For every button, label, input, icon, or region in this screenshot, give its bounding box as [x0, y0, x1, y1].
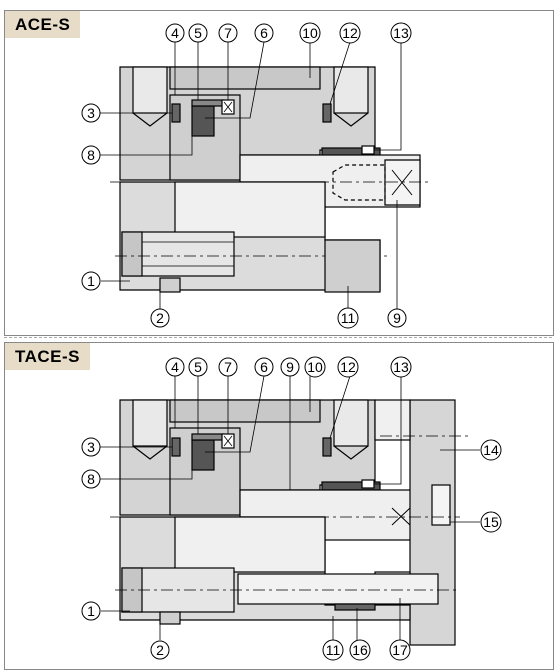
callout-label: 4	[171, 25, 179, 41]
tace-s-drawing	[110, 399, 470, 646]
callout-3: 3	[81, 437, 101, 457]
callout-5: 5	[188, 23, 208, 43]
callout-label: 6	[260, 25, 268, 41]
tace-s-callouts: 4 5 7 6 9 10 12 13 3 8 14 15 1 2 11 16 1…	[81, 356, 502, 661]
callout-7: 7	[218, 23, 238, 43]
callout-label: 11	[341, 310, 356, 326]
callout-14: 14	[480, 439, 502, 461]
tace-s-magnet	[191, 439, 215, 471]
ace-s-head-cover	[169, 66, 321, 90]
callout-8: 8	[81, 145, 101, 165]
callout-1: 1	[81, 601, 101, 621]
callout-label: 2	[156, 310, 164, 326]
callout-label: 1	[87, 273, 95, 289]
callout-label: 2	[156, 642, 164, 658]
tace-s-cushion-left	[171, 437, 181, 457]
callout-4: 4	[165, 23, 185, 43]
callout-label: 9	[393, 310, 401, 326]
callout-label: 8	[87, 147, 95, 163]
callout-1: 1	[81, 271, 101, 291]
callout-label: 13	[393, 25, 409, 41]
callout-label: 12	[340, 359, 356, 375]
callout-5: 5	[188, 357, 208, 377]
ace-s-right-bore	[333, 66, 369, 114]
callout-2: 2	[150, 640, 170, 660]
callout-label: 11	[326, 642, 341, 658]
callout-6: 6	[254, 23, 274, 43]
callout-label: 5	[194, 25, 202, 41]
callout-8: 8	[81, 469, 101, 489]
callout-label: 7	[224, 359, 232, 375]
tace-s-left-bore	[132, 399, 168, 447]
callout-13: 13	[390, 22, 412, 44]
tace-s-wear-ring	[191, 433, 225, 441]
callout-7: 7	[218, 357, 238, 377]
callout-11: 11	[322, 639, 344, 661]
ace-s-leaders	[100, 41, 402, 309]
ace-s-magnet	[191, 105, 215, 137]
ace-s-cushion-left	[171, 103, 181, 123]
ace-s-wear-ring	[191, 99, 225, 107]
callout-15: 15	[480, 511, 502, 533]
callout-label: 1	[87, 603, 95, 619]
section-divider	[4, 337, 552, 338]
callout-11: 11	[337, 307, 359, 329]
ace-s-drawing	[110, 66, 430, 293]
callout-10: 10	[304, 356, 326, 378]
tace-s-head-cover	[169, 399, 321, 423]
callout-label: 3	[87, 105, 95, 121]
callout-label: 17	[392, 642, 408, 658]
callout-9: 9	[387, 308, 407, 328]
ace-s-left-bore	[132, 66, 168, 114]
callout-6: 6	[254, 357, 274, 377]
tace-s-leaders	[100, 375, 480, 640]
callout-label: 5	[194, 359, 202, 375]
tace-s-right-bore	[333, 399, 369, 447]
tace-s-guide-rod	[237, 573, 439, 605]
ace-s-rod-seal-right	[322, 103, 332, 123]
ace-s-callouts: 4 5 7 6 10 12 13 3 8 1 2 11 9	[81, 22, 412, 329]
callout-label: 15	[483, 514, 499, 530]
tace-s-rod-seal-right	[322, 437, 332, 457]
callout-2: 2	[150, 308, 170, 328]
callout-label: 13	[393, 359, 409, 375]
tace-s-label: TACE-S	[5, 343, 91, 370]
callout-3: 3	[81, 103, 101, 123]
callout-label: 6	[260, 359, 268, 375]
callout-17: 17	[389, 639, 411, 661]
callout-10: 10	[299, 22, 321, 44]
callout-4: 4	[165, 357, 185, 377]
callout-label: 12	[342, 25, 358, 41]
tace-s-plate-bolt	[431, 484, 451, 526]
callout-label: 4	[171, 359, 179, 375]
ace-s-label: ACE-S	[5, 11, 81, 38]
ace-s-tube	[174, 181, 326, 238]
callout-label: 8	[87, 471, 95, 487]
callout-12: 12	[339, 22, 361, 44]
callout-label: 10	[302, 25, 318, 41]
callout-label: 9	[286, 359, 294, 375]
callout-label: 10	[307, 359, 323, 375]
callout-9: 9	[280, 357, 300, 377]
ace-s-rod-cover	[324, 239, 381, 293]
callout-16: 16	[349, 639, 371, 661]
tace-s-tube	[174, 516, 326, 573]
callout-13: 13	[390, 356, 412, 378]
callout-12: 12	[337, 356, 359, 378]
callout-label: 7	[224, 25, 232, 41]
callout-label: 16	[352, 642, 368, 658]
tace-s-guide-bushing	[334, 603, 376, 611]
callout-label: 14	[483, 442, 499, 458]
callout-label: 3	[87, 439, 95, 455]
